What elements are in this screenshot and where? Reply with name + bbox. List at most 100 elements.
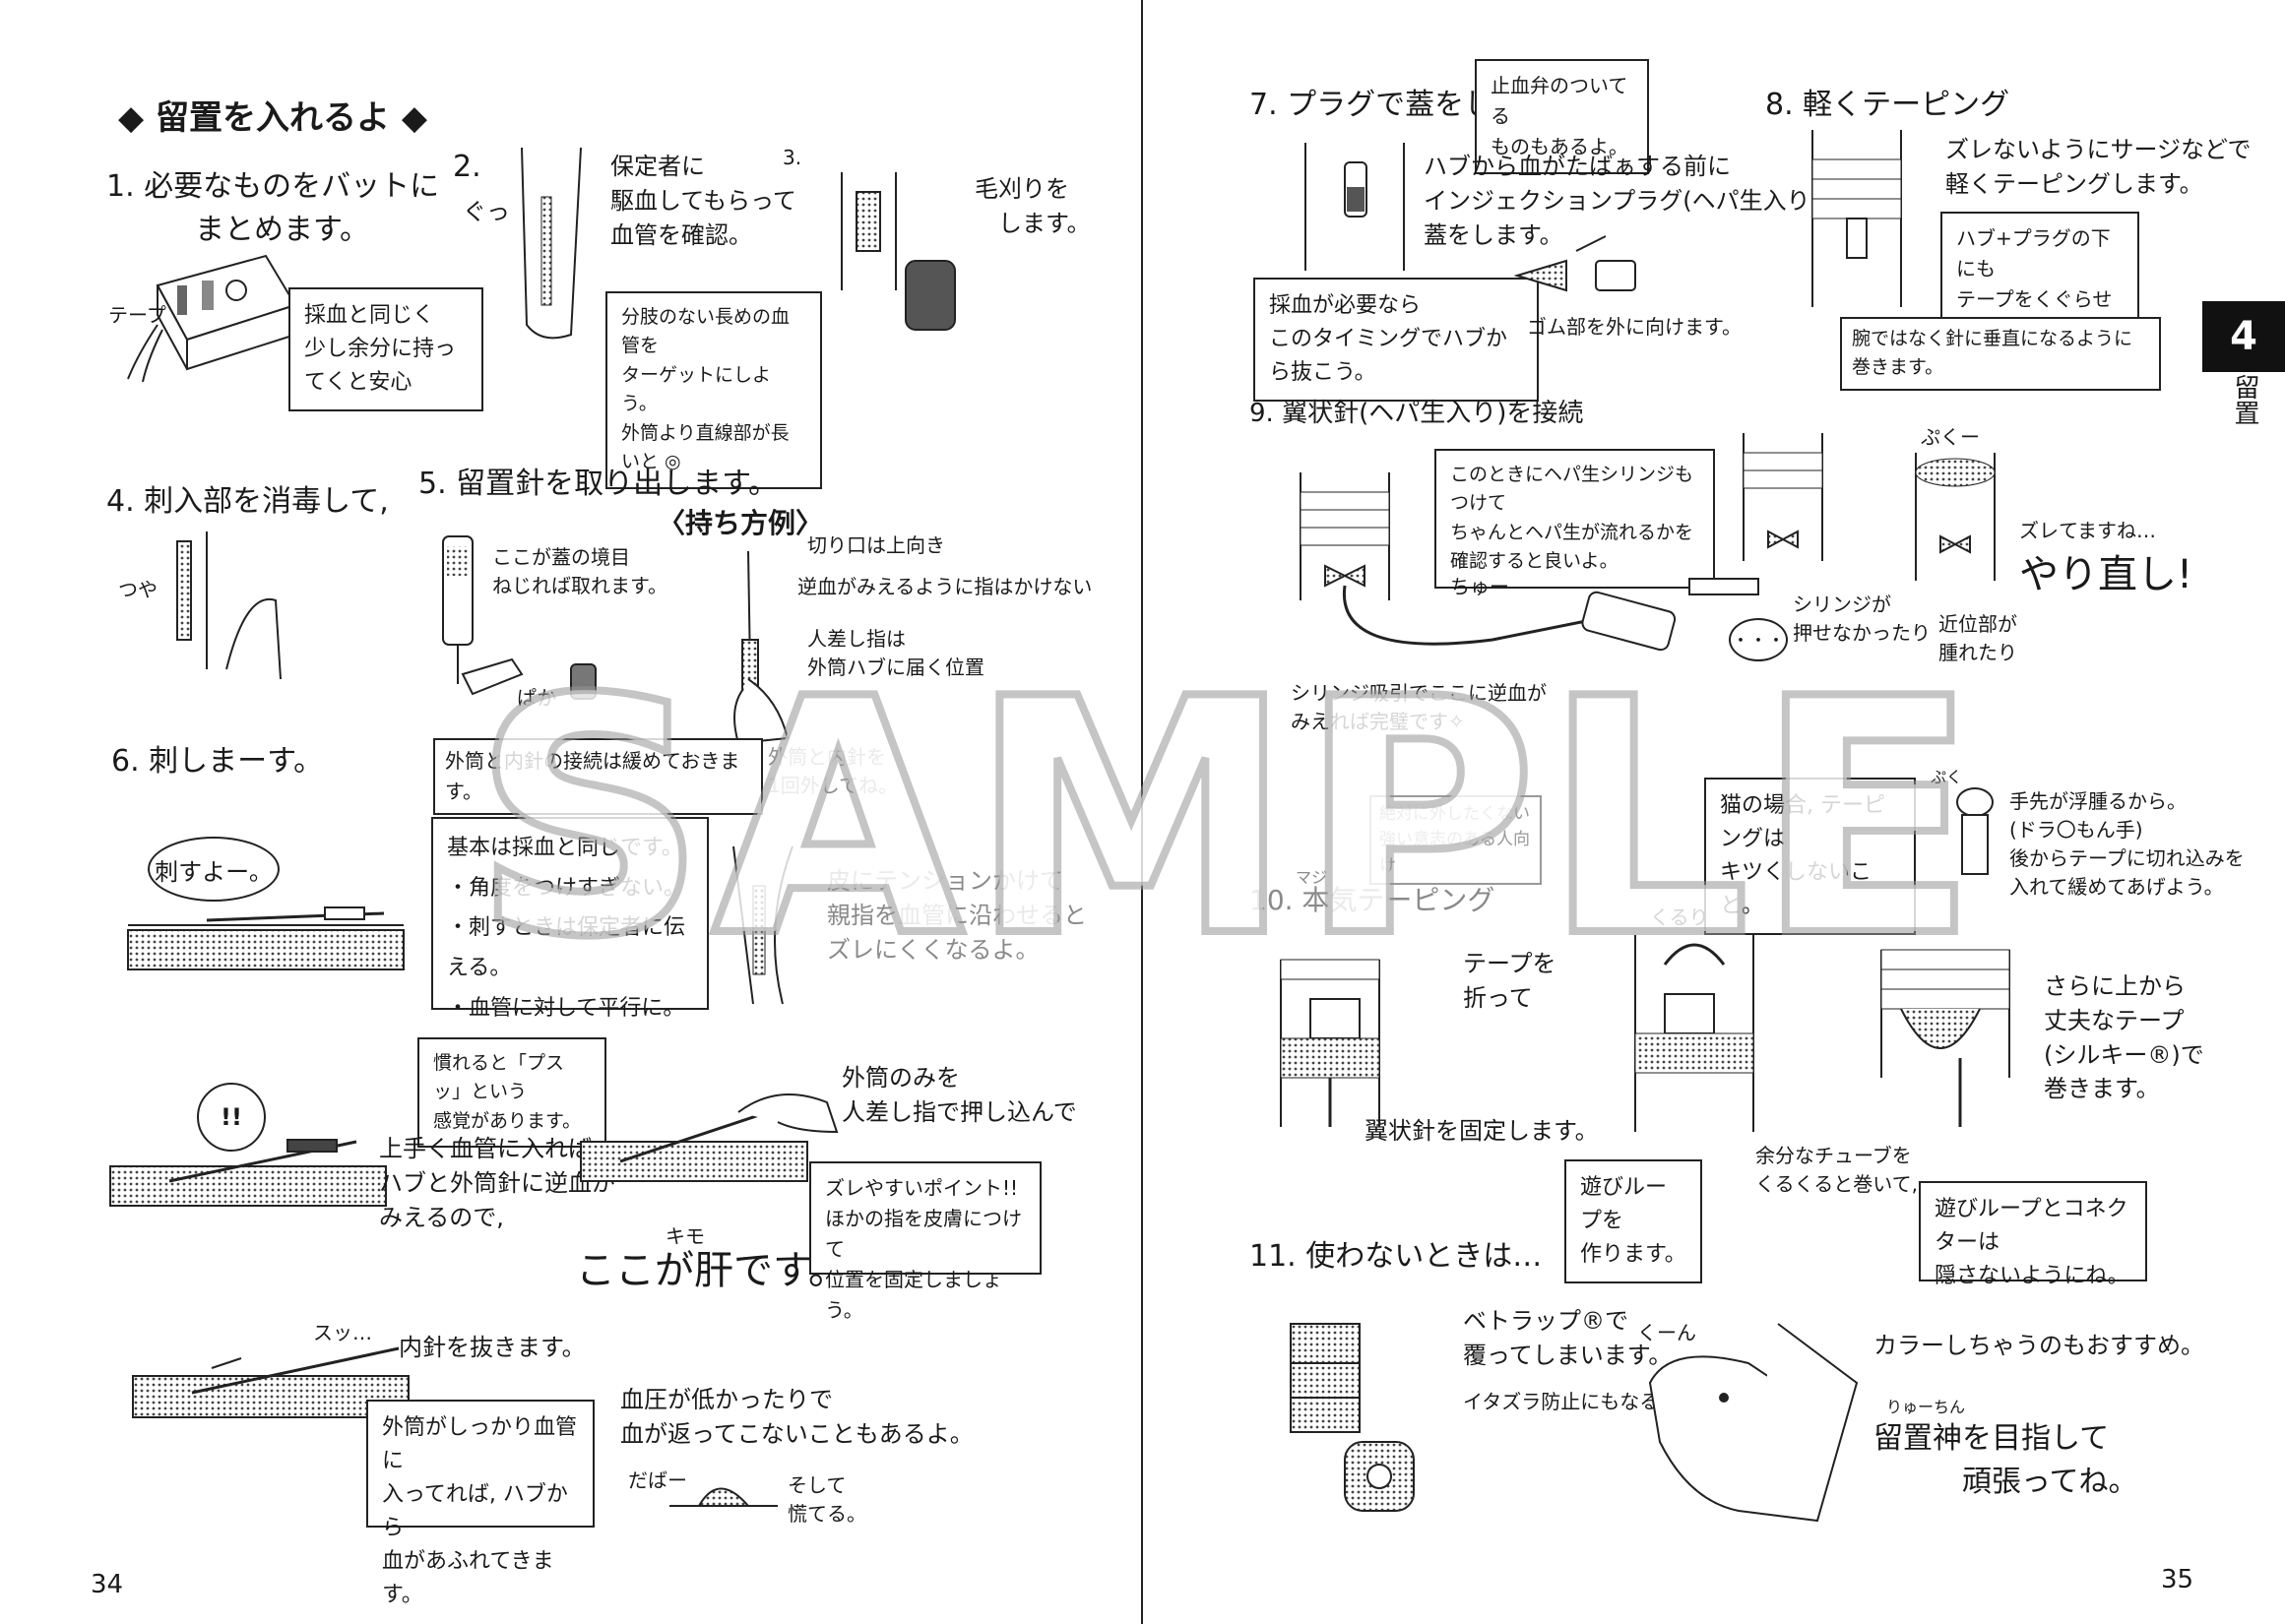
unused-heading: 11. 使わないときは… xyxy=(1249,1239,1543,1274)
bp-note: 血圧が低かったりで 血が返ってこないこともあるよ。 xyxy=(620,1386,974,1448)
basic-rules-box: 基本は採血と同じです。 ・角度をつけすぎない。 ・刺すときは保定者に伝える。 ・… xyxy=(431,817,709,1021)
say-bubble: 刺すよー。 xyxy=(148,837,280,902)
hold-note-1: 切り口は上向き xyxy=(807,533,945,557)
step3-number: 3. xyxy=(783,146,802,169)
page-number-left: 34 xyxy=(91,1570,124,1599)
push-illustration xyxy=(580,1093,839,1182)
flashback-illustration xyxy=(109,1139,387,1207)
redo-text: やり直し! xyxy=(2019,552,2193,597)
gush-sfx: だばー xyxy=(628,1468,687,1492)
collar-note: カラーしちゃうのもおすすめ。 xyxy=(1873,1332,2204,1359)
kimo-text: ここが肝です。 xyxy=(576,1248,848,1293)
dog-collar-illustration xyxy=(1648,1323,1859,1523)
fold-note: テープを 折って xyxy=(1463,950,1556,1012)
god-note: 留置神を目指して 頑張ってね。 xyxy=(1873,1421,2138,1499)
kimo-ruby: キモ xyxy=(666,1224,705,1248)
step6-heading: 6. 刺しまーす。 xyxy=(111,744,324,779)
fix-note: 翼状針を固定します。 xyxy=(1365,1117,1599,1145)
withdraw-illustration xyxy=(132,1346,410,1418)
chapter-label: 留置 xyxy=(2230,374,2259,425)
tube-note: 余分なチューブを くるくると巻いて, xyxy=(1755,1144,1918,1196)
turn-note: 外筒と内針を 1回外してね。 xyxy=(768,745,899,797)
tape-heading: 8. 軽くテーピング xyxy=(1765,88,2010,122)
right-page: 7. プラグで蓋をします。 止血弁のついてる ものもあるよ。 ハブから血がたばぁ… xyxy=(1143,0,2285,1624)
left-page: ◆ 留置を入れるよ ◆ 1. 必要なものをバットに まとめます。 テープ 採血と… xyxy=(0,0,1142,1624)
withdraw-note: 内針を抜きます。 xyxy=(399,1334,586,1361)
step1-heading: 1. 必要なものをバットに まとめます。 xyxy=(106,169,440,247)
plug-illustration xyxy=(1304,143,1405,271)
wrap-box: 腕ではなく針に垂直になるように巻きます。 xyxy=(1840,317,2161,391)
vetrap-note: ベトラップ®で 覆ってしまいます。 xyxy=(1463,1307,1673,1369)
fold-tape-illustration xyxy=(1280,959,1380,1127)
cat-box: 猫の場合, テーピングは キツくしないこと。 xyxy=(1704,778,1916,936)
tape-label: テープ xyxy=(108,303,166,327)
hold-note-3: 人差し指は 外筒ハブに届く位置 xyxy=(807,627,984,679)
chu-sfx: ちゅー xyxy=(1450,575,1509,598)
pop-sfx: ぱか xyxy=(517,686,557,710)
paw-illustration xyxy=(1956,787,1994,875)
step4-sfx: つや xyxy=(118,578,158,601)
page-title: ◆ 留置を入れるよ ◆ xyxy=(118,98,427,138)
thumb-illustration xyxy=(732,845,793,1005)
vetrap-illustration xyxy=(1290,1323,1415,1512)
butterfly-illustration xyxy=(1300,472,1677,652)
rubber-note: ゴム部を外に向けます。 xyxy=(1527,315,1742,339)
syringe-fail-illustration xyxy=(1688,433,1823,595)
step4-heading: 4. 刺入部を消毒して, xyxy=(106,484,389,519)
feel-box: 慣れると「プスッ」という 感覚があります。 xyxy=(417,1037,606,1149)
serious-ruby: マジ xyxy=(1296,868,1328,887)
loosen-box: 外筒と内針の接続は緩めておきます。 xyxy=(433,738,763,815)
step2-note-box: 分肢のない長めの血管を ターゲットにしよう。 外筒より直線部が長いと ◎ xyxy=(605,291,822,489)
step2-text: 保定者に 駆血してもらって 血管を確認。 xyxy=(610,153,796,249)
chapter-tab[interactable]: 4 xyxy=(2202,301,2285,372)
tension-note: 皮にテンションかけて 親指を血管に沿わせると ズレにくくなるよ。 xyxy=(827,867,1087,964)
step2-number: 2. xyxy=(453,150,481,184)
disinfect-illustration xyxy=(176,531,282,680)
cap-note: ここが蓋の境目 ねじれば取れます。 xyxy=(492,545,667,597)
withdraw-sfx: スッ… xyxy=(313,1321,372,1344)
exclaim-bubble: !! xyxy=(197,1083,266,1152)
paw-note: 手先が浮腫るから。 (ドラ〇もん手) 後からテープに切れ込みを 入れて緩めてあげ… xyxy=(2009,789,2245,899)
plug-text: ハブから血がたばぁする前に インジェクションプラグ(ヘパ生入り)で 蓋をします。 xyxy=(1424,153,1844,249)
leg-illustration xyxy=(521,147,582,340)
push-note: 外筒のみを 人差し指で押し込んで xyxy=(842,1064,1077,1126)
paw-sfx: ぷく xyxy=(1931,768,1963,786)
slip-note: ズレてますね… xyxy=(2019,519,2156,542)
tray-illustration xyxy=(127,254,297,383)
strong-tape-illustration xyxy=(1880,949,2010,1127)
catheter-package-illustration xyxy=(442,535,597,700)
serious-tape-heading: 10. 本気テーピング xyxy=(1249,884,1495,916)
hold-title: 〈持ち方例〉 xyxy=(658,507,824,539)
flashback-note: 上手く血管に入れば ハブと外筒針に逆血が みえるので, xyxy=(379,1135,615,1231)
swell-note: 近位部が 腫れたり xyxy=(1938,612,2017,664)
syringe-box: このときにヘパ生シリンジもつけて ちゃんとヘパ生が流れるかを 確認すると良いよ。 xyxy=(1434,449,1715,589)
loop-sfx: くるり xyxy=(1650,906,1709,929)
page-gutter xyxy=(1141,0,1143,1624)
step1-note-box: 採血と同じく 少し余分に持ってくと安心 xyxy=(288,287,483,412)
dog-sfx: くーん xyxy=(1637,1321,1696,1344)
syringe-push-note: シリンジが 押せなかったり xyxy=(1793,593,1931,645)
loop-illustration xyxy=(1634,935,1754,1132)
clipper-illustration xyxy=(841,172,956,331)
hold-illustration xyxy=(733,550,790,745)
step5-heading: 5. 留置針を取り出します。 xyxy=(418,467,779,501)
slip-point-box: ズレやすいポイント!! ほかの指を皮膚につけて 位置を固定しましょう。 xyxy=(809,1161,1042,1322)
god-ruby: りゅーちん xyxy=(1886,1398,1966,1416)
panic-sfx: そして 慌てる。 xyxy=(788,1473,866,1526)
light-tape-illustration xyxy=(1811,130,1902,307)
step2-sfx: ぐっ xyxy=(463,198,510,225)
never-remove-box: 絶対に外したくない 強い意志のある人向け xyxy=(1369,795,1542,886)
strong-tape-note: さらに上から 丈夫なテープ (シルキー®)で 巻きます。 xyxy=(2044,972,2204,1103)
gush-illustration xyxy=(669,1487,778,1507)
hold-note-2: 逆血がみえるように指はかけない xyxy=(797,575,1093,598)
blood-flow-box: 外筒がしっかり血管に 入ってれば, ハブから 血があふれてきます。 xyxy=(366,1400,595,1607)
needle-insert-illustration xyxy=(127,906,405,970)
tape-text: ズレないようにサージなどで 軽くテーピングします。 xyxy=(1945,136,2252,198)
butterfly-heading: 9. 翼状針(ヘパ生入り)を接続 xyxy=(1249,399,1584,428)
backflow-note: シリンジ吸引でここに逆血が みえれば完璧です✧ xyxy=(1291,681,1547,733)
page-number-right: 35 xyxy=(2161,1565,2194,1594)
step3-text: 毛刈りを します。 xyxy=(975,175,1091,237)
sample-box: 採血が必要なら このタイミングでハブから抜こう。 xyxy=(1253,278,1539,403)
puku-sfx: ぷくー xyxy=(1921,425,1980,449)
rubber-plug-illustration xyxy=(1513,235,1636,292)
